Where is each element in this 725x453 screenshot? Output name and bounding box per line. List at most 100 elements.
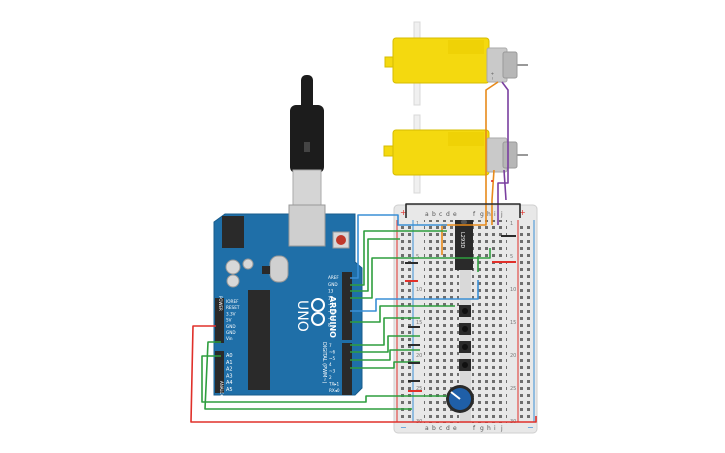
ic-label: L293D — [459, 232, 465, 248]
rail-plus-label-right: + — [519, 208, 526, 217]
center-channel — [460, 220, 471, 423]
power-jack[interactable] — [222, 216, 244, 248]
bb-column-letter: d — [446, 211, 450, 218]
arduino-brand: ARDUINO — [328, 296, 337, 338]
wire-pin-9[interactable] — [350, 280, 479, 312]
bb-column-letter: e — [453, 211, 457, 218]
wire-pin-8[interactable] — [350, 305, 455, 323]
rail-plus-label: + — [400, 208, 407, 217]
bb-column-letter: g — [480, 211, 484, 218]
bb-column-letter: c — [439, 425, 442, 432]
header-pin-label: 7 — [329, 343, 332, 348]
header-pin-label: TX▸1 — [328, 381, 340, 386]
header-pin-label: 2 — [329, 375, 332, 380]
analog-pin-label: A4 — [226, 380, 233, 386]
digital-caption: DIGITAL (PWM~) — [321, 342, 327, 384]
bb-column-letter: f — [473, 211, 476, 218]
header-pin-label: ~11 — [328, 302, 337, 307]
digital-header-low[interactable] — [342, 343, 352, 395]
right-power-rail[interactable] — [519, 222, 533, 420]
bb-column-letter: f — [473, 425, 476, 432]
power-pin-label: 5V — [226, 318, 232, 323]
wire-pin-12[interactable] — [350, 230, 447, 286]
power-header[interactable] — [215, 298, 224, 343]
header-pin-label: RX◂0 — [329, 388, 340, 393]
digital-header-high[interactable] — [342, 272, 352, 340]
wire-5v[interactable] — [190, 325, 537, 423]
bb-column-letter: j — [500, 211, 503, 218]
rail-minus-label-right: − — [527, 423, 534, 432]
header-pin-label: AREF — [328, 275, 339, 280]
wire-pin-4[interactable] — [350, 361, 420, 369]
bb-column-letter: a — [425, 425, 429, 432]
wire-pin-10[interactable] — [350, 248, 491, 299]
wire-pin-11[interactable] — [350, 238, 400, 292]
wire-motor-purple-1[interactable] — [497, 81, 509, 225]
rail-minus-label: − — [400, 423, 407, 432]
infinity-logo-icon — [311, 298, 325, 326]
analog-pin-label: A2 — [226, 367, 233, 373]
header-pin-label: ~9 — [328, 316, 335, 321]
bb-row-number: 20 — [510, 353, 516, 359]
l293d-chip[interactable]: L293D — [455, 220, 473, 270]
header-pin-label: 4 — [329, 362, 332, 367]
analog-pin-label: A5 — [226, 387, 233, 393]
wire-pin-5[interactable] — [350, 349, 420, 361]
wire-rail-bridge[interactable] — [405, 203, 521, 218]
header-pin-label: 12 — [328, 295, 334, 300]
potentiometer[interactable] — [446, 385, 474, 413]
header-pin-label: 8 — [328, 323, 331, 328]
bb-row-number: 5 — [416, 254, 419, 260]
bb-column-letter: h — [487, 425, 491, 432]
analog-pin-label: A3 — [226, 373, 233, 379]
header-pin-label: ~10 — [328, 309, 337, 314]
wire-pin-6[interactable] — [350, 335, 420, 353]
power-pin-label: Vin — [226, 336, 233, 341]
bb-column-letter: j — [500, 425, 503, 432]
bb-row-number: 1 — [510, 221, 513, 227]
bb-column-letter: i — [494, 211, 496, 218]
header-pin-label: ~3 — [329, 369, 336, 374]
bb-column-letter: e — [453, 425, 457, 432]
bb-column-letter: b — [432, 211, 436, 218]
power-pin-label: GND — [226, 324, 236, 329]
bb-column-letter: d — [446, 425, 450, 432]
usb-port[interactable] — [288, 204, 326, 247]
bb-row-number: 25 — [416, 386, 422, 392]
wires — [190, 81, 537, 423]
motor-top[interactable]: + − — [384, 21, 528, 106]
svg-text:+ −: + − — [490, 72, 495, 80]
wire-motor-orange-2[interactable] — [491, 169, 495, 225]
header-pin-label: ~5 — [329, 356, 336, 361]
wire-pin-7[interactable] — [350, 317, 420, 346]
motor-bottom[interactable] — [383, 114, 528, 194]
power-pin-label: GND — [226, 330, 236, 335]
bb-column-letter: h — [487, 211, 491, 218]
bb-row-number: 15 — [416, 320, 422, 326]
bb-column-letter: c — [439, 211, 442, 218]
bb-column-letter: b — [432, 425, 436, 432]
arduino-model: UNO — [294, 300, 310, 332]
analog-pin-label: A1 — [226, 360, 233, 366]
bb-row-number: 15 — [510, 320, 516, 326]
bb-row-number: 25 — [510, 386, 516, 392]
bb-row-number: 1 — [416, 221, 419, 227]
wire-pin-13[interactable] — [350, 214, 447, 279]
push-buttons[interactable] — [459, 305, 471, 371]
bb-column-letter: i — [494, 425, 496, 432]
wire-motor-purple-2[interactable] — [503, 169, 507, 201]
analog-header[interactable] — [215, 351, 224, 393]
bb-column-letter: a — [425, 211, 429, 218]
power-pin-label: IOREF — [226, 299, 239, 304]
bb-row-number: 10 — [510, 287, 516, 293]
bb-row-number: 20 — [416, 353, 422, 359]
bb-column-letter: g — [480, 425, 484, 432]
wire-a0[interactable] — [201, 355, 447, 403]
bb-row-number: 10 — [416, 287, 422, 293]
left-power-rail[interactable] — [398, 222, 412, 420]
wire-gnd[interactable] — [204, 341, 412, 410]
atmega-chip — [248, 290, 270, 390]
reset-button[interactable] — [336, 235, 346, 245]
